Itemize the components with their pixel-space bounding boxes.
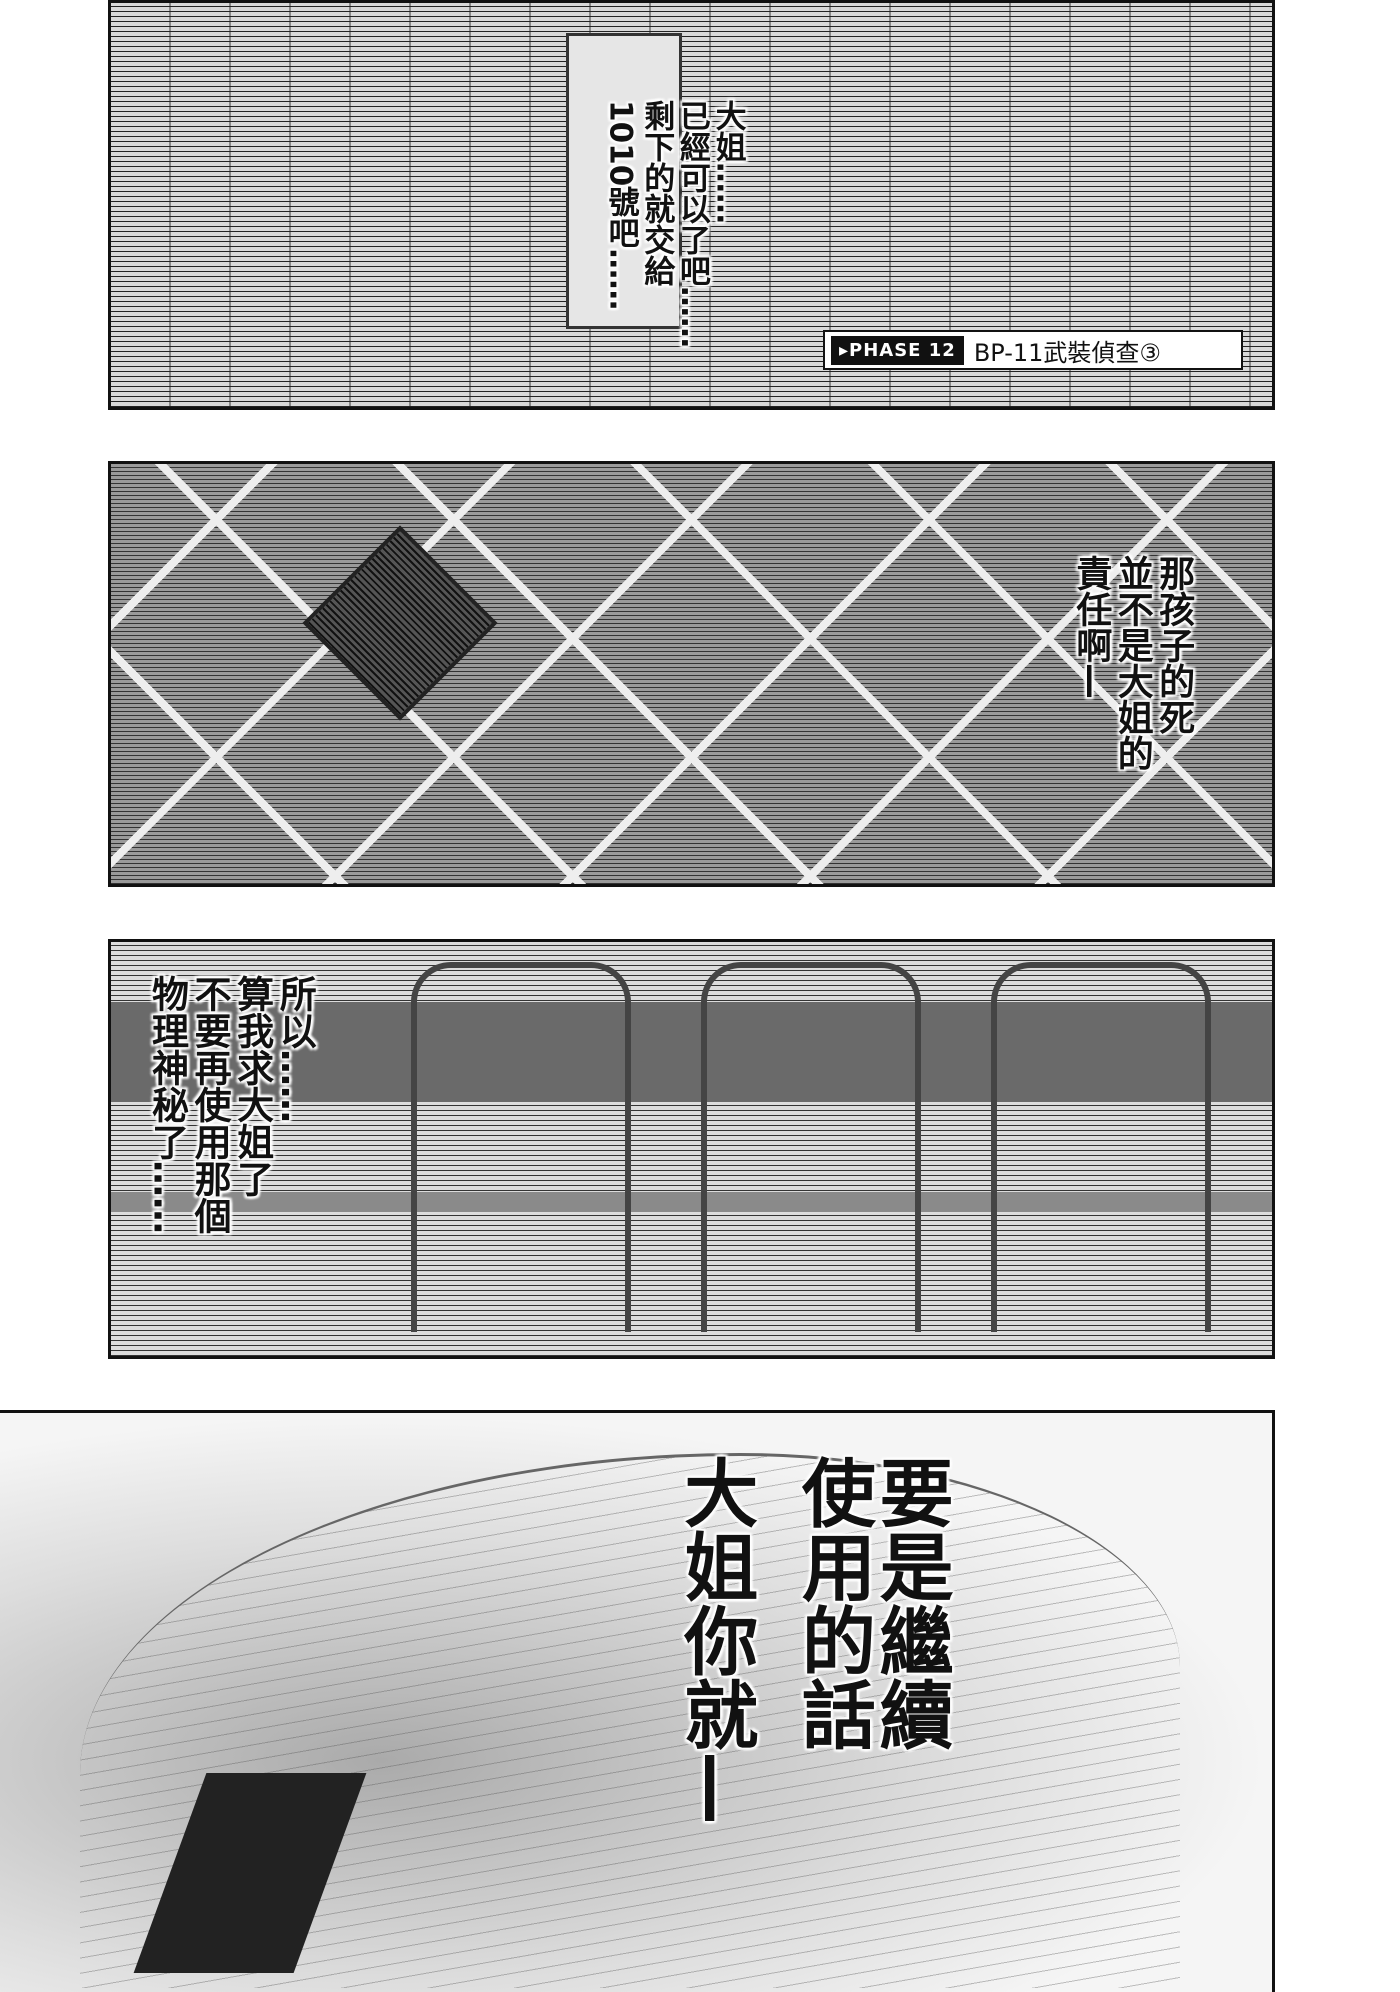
panel-benches <box>108 939 1275 1359</box>
speech-line: 使用的話 <box>789 1455 876 1751</box>
chapter-tag: ▸PHASE 12 <box>831 335 964 365</box>
speech-line: 大姐你就— <box>671 1455 758 1825</box>
panel-ceiling-tiles <box>108 461 1275 887</box>
speech-text-4: 要是繼續使用的話大姐你就— <box>671 1455 954 1825</box>
speech-line: 要是繼續 <box>867 1455 954 1751</box>
bench-illustration <box>701 962 921 1332</box>
speech-line: 已經可以了吧…… <box>673 100 710 348</box>
speech-bubble-3: 所以……算我求大姐了不要再使用那個物理神秘了…… <box>145 975 317 1234</box>
speech-line: 所以…… <box>273 975 317 1123</box>
speech-bubble-2: 那孩子的死並不是大姐的責任啊— <box>1070 555 1194 771</box>
speech-line: 1010號吧…… <box>602 100 639 311</box>
speech-line: 物理神秘了…… <box>145 975 189 1234</box>
panel-character-hair <box>0 1410 1275 1992</box>
speech-line: 責任啊— <box>1070 555 1112 699</box>
speech-line: 算我求大姐了 <box>230 975 274 1197</box>
speech-line: 剩下的就交給 <box>638 100 675 286</box>
panel-building-stairs <box>108 0 1275 410</box>
speech-line: 大姐…… <box>709 100 746 224</box>
chapter-title: BP-11武裝偵查③ <box>973 338 1161 367</box>
speech-line: 那孩子的死 <box>1153 555 1195 735</box>
speech-line: 並不是大姐的 <box>1111 555 1153 771</box>
chapter-label: ▸PHASE 12 BP-11武裝偵查③ <box>823 330 1243 370</box>
door-illustration <box>566 33 682 329</box>
bench-illustration <box>991 962 1211 1332</box>
bench-illustration <box>411 962 631 1332</box>
ceiling-vent-illustration <box>302 525 498 721</box>
speech-line: 不要再使用那個 <box>188 975 232 1234</box>
